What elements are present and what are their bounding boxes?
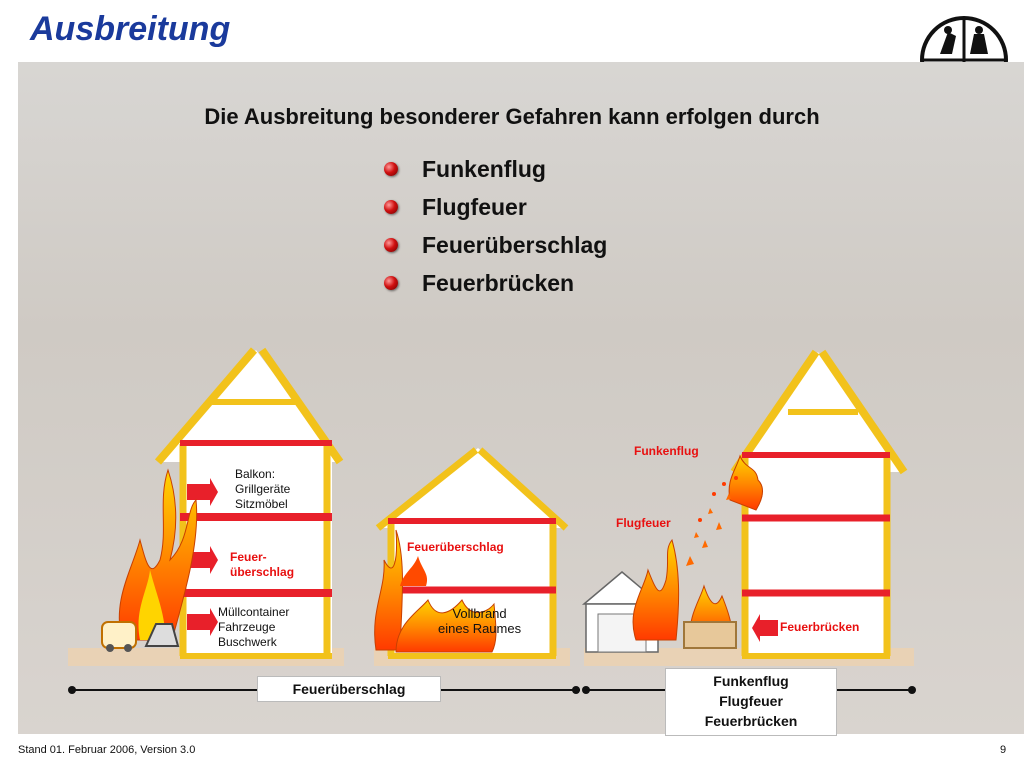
page-number: 9 [1000, 744, 1007, 756]
list-item: Feuerüberschlag [384, 226, 607, 264]
timeline-marker [68, 686, 76, 694]
bullet-icon [384, 276, 398, 290]
flashover-label-middle: Feuerüberschlag [407, 540, 504, 554]
fire-bridges-label: Feuerbrücken [780, 620, 860, 634]
timeline-marker [582, 686, 590, 694]
house-right [581, 349, 908, 659]
footer-version: Stand 01. Februar 2006, Version 3.0 [18, 744, 196, 756]
hazard-list: Funkenflug Flugfeuer Feuerüberschlag Feu… [384, 150, 607, 302]
slide-title: Ausbreitung [30, 10, 231, 48]
house-middle [374, 447, 569, 659]
list-item: Flugfeuer [384, 188, 607, 226]
timeline-marker [908, 686, 916, 694]
bullet-icon [384, 238, 398, 252]
house-left [101, 347, 344, 659]
list-item: Funkenflug [384, 150, 607, 188]
flashover-label-left: Feuer-überschlag [230, 550, 295, 579]
sparks-label: Funkenflug [634, 444, 699, 458]
section-heading: Die Ausbreitung besonderer Gefahren kann… [204, 104, 820, 129]
legend-box-left: Feuerüberschlag [257, 676, 441, 702]
bullet-icon [384, 200, 398, 214]
bullet-icon [384, 162, 398, 176]
flying-fire-label: Flugfeuer [616, 516, 671, 530]
timeline-marker [572, 686, 580, 694]
list-item: Feuerbrücken [384, 264, 607, 302]
